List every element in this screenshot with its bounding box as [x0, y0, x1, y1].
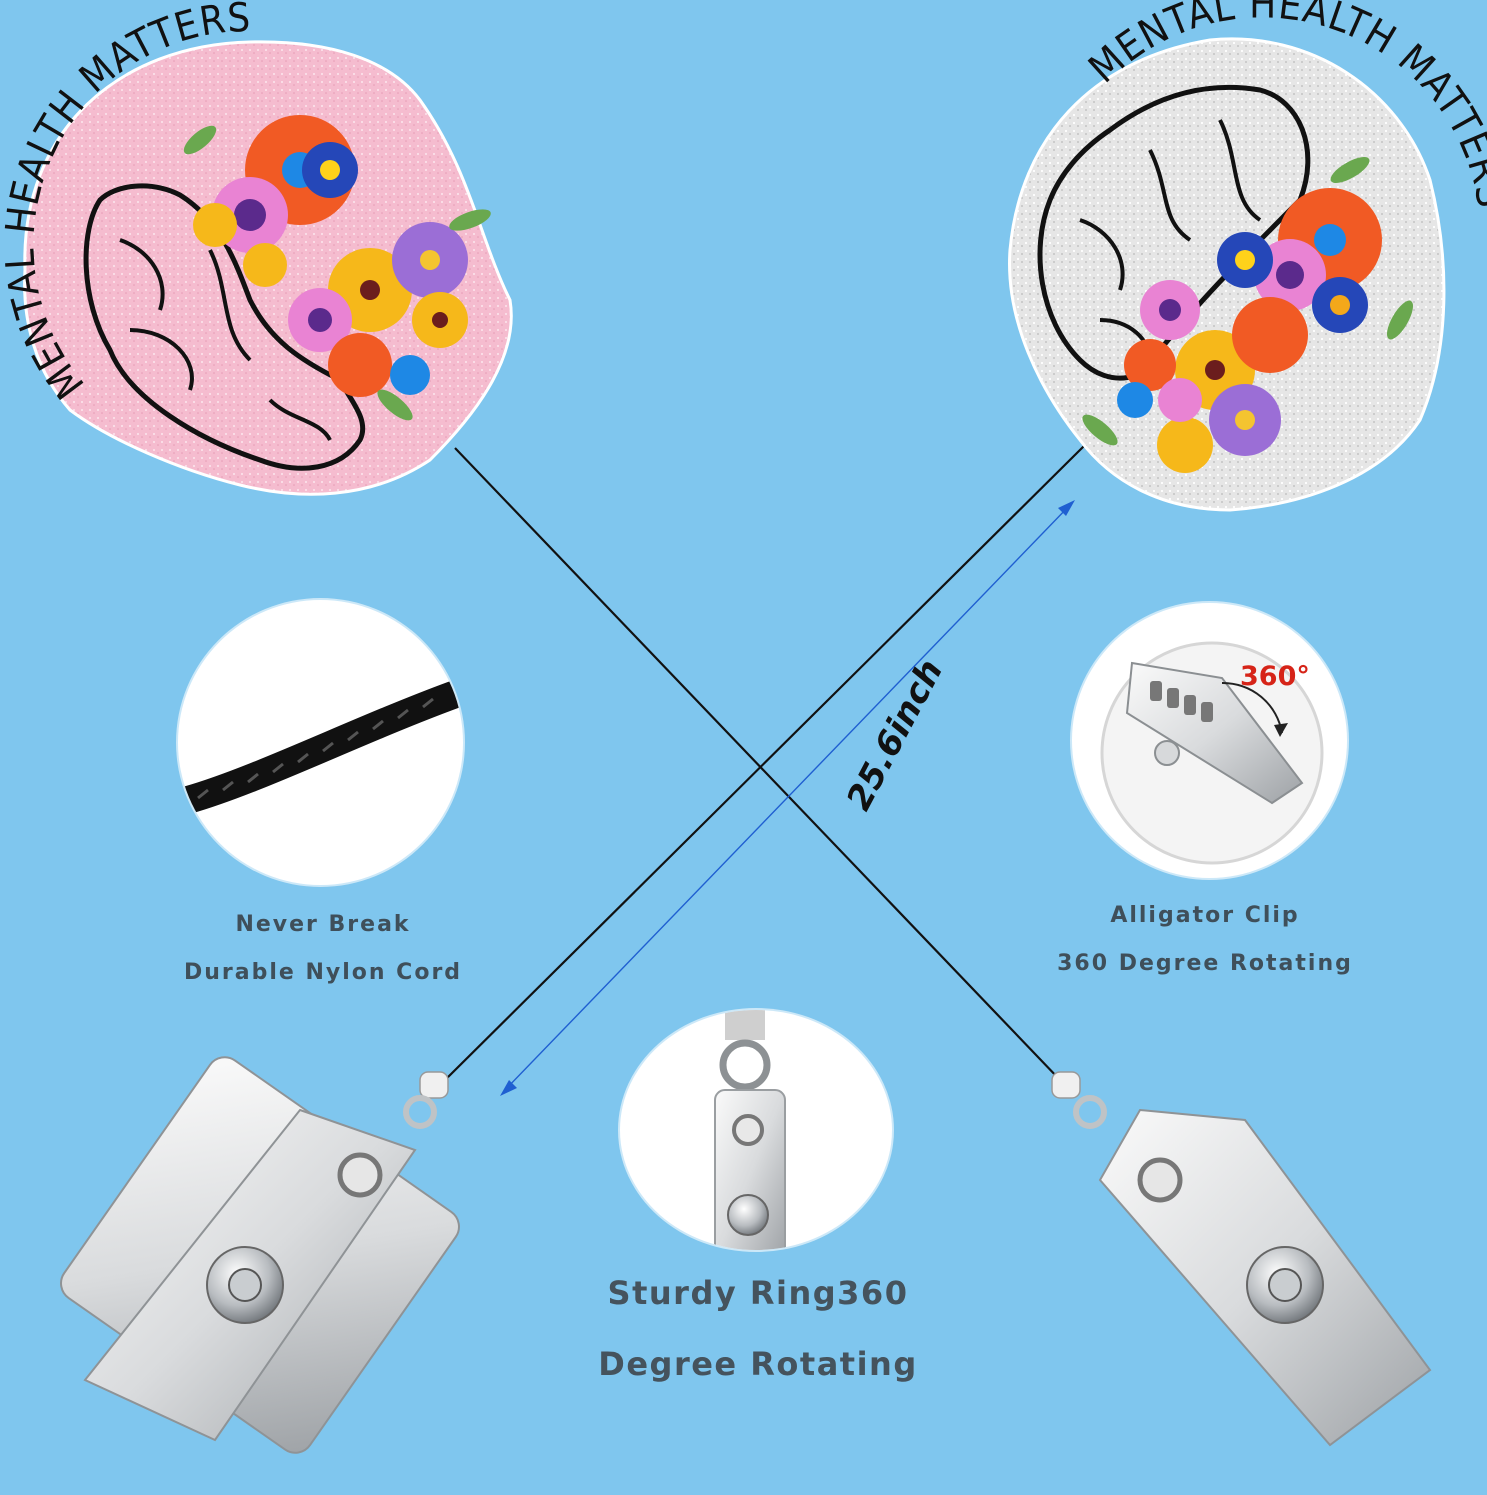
cord-detail-circle	[178, 600, 463, 885]
cord-caption-line1: Never Break	[235, 912, 411, 937]
clip-detail-circle	[1072, 603, 1347, 878]
ring-caption-line2: Degree Rotating	[598, 1345, 918, 1383]
cord-left-badge	[454, 447, 1061, 1081]
badge-clip-left	[60, 1056, 460, 1454]
badge-clip-right	[1051, 1071, 1432, 1447]
clip-caption-line1: Alligator Clip	[1110, 903, 1300, 928]
cord-right-badge	[439, 444, 1086, 1086]
rotation-degree-label: 360°	[1240, 661, 1310, 692]
ring-detail-circle	[620, 1010, 892, 1250]
ring-caption-line1: Sturdy Ring360	[607, 1274, 909, 1312]
clip-caption-line2: 360 Degree Rotating	[1057, 951, 1353, 976]
sturdy-ring-image	[714, 1010, 786, 1250]
braided-cord-image	[178, 681, 463, 814]
length-measure-arrow	[500, 500, 1075, 1096]
alligator-clip-image	[1100, 641, 1324, 865]
cord-caption-line2: Durable Nylon Cord	[183, 960, 463, 985]
badge-right-silver: MENTAL HEALTH MATTERS	[1008, 0, 1487, 512]
badge-left-pink: MENTAL HEALTH MATTERS	[0, 0, 513, 496]
